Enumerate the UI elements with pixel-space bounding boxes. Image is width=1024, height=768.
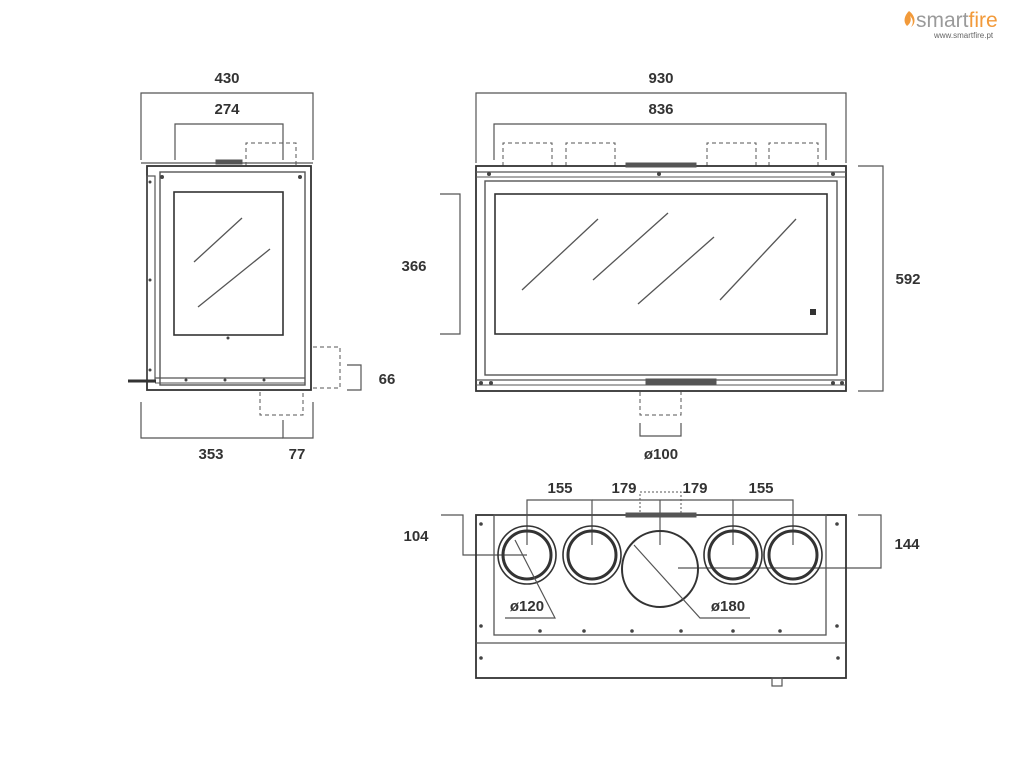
front-reflections xyxy=(521,212,797,305)
front-indicator xyxy=(810,309,816,315)
dim-line-100 xyxy=(639,423,682,437)
side-top-knob xyxy=(215,159,243,165)
dim-label-66: 66 xyxy=(379,371,396,388)
front-frame xyxy=(484,180,838,376)
dim-line-366 xyxy=(440,193,461,335)
dim-label-353: 353 xyxy=(198,446,223,463)
dim-label-274: 274 xyxy=(214,101,240,118)
leader-120 xyxy=(505,539,556,619)
dim-line-353 xyxy=(140,402,283,439)
side-frame xyxy=(159,171,306,386)
front-body-outer xyxy=(475,165,847,392)
brand-url: www.smartfire.pt xyxy=(933,31,994,40)
duct-small xyxy=(497,525,557,585)
dim-label-930: 930 xyxy=(648,70,673,87)
dim-label-592: 592 xyxy=(895,271,920,288)
dim-line-430 xyxy=(140,92,314,160)
top-rivets xyxy=(479,522,840,660)
dim-label-366: 366 xyxy=(401,258,426,275)
side-rivets xyxy=(148,175,302,382)
dim-line-155-left xyxy=(526,499,593,545)
dim-label-180: ø180 xyxy=(711,598,745,615)
front-view: 930 836 366 592 ø100 xyxy=(401,70,920,463)
brand-logo: smartfire www.smartfire.pt xyxy=(904,9,998,40)
flame-icon xyxy=(904,11,915,27)
front-rivets xyxy=(479,172,844,385)
dim-line-836 xyxy=(493,123,827,160)
side-view: 430 274 353 77 66 xyxy=(128,70,395,463)
dim-label-430: 430 xyxy=(214,70,239,87)
dim-line-144 xyxy=(678,514,882,569)
dim-label-155-left: 155 xyxy=(547,480,572,497)
side-body-outer xyxy=(146,165,312,391)
brand-name-suffix: fire xyxy=(969,9,998,32)
side-glass xyxy=(173,191,284,336)
front-bottom-control xyxy=(645,378,717,385)
dim-label-100: ø100 xyxy=(644,446,678,463)
dashed-top-center xyxy=(639,491,682,516)
dim-label-179-left: 179 xyxy=(611,480,636,497)
top-foot xyxy=(771,677,783,687)
dim-label-179-right: 179 xyxy=(682,480,707,497)
dim-line-274 xyxy=(174,123,284,160)
dim-label-155-right: 155 xyxy=(748,480,773,497)
dim-line-66 xyxy=(347,364,362,391)
brand-name: smartfire xyxy=(916,9,998,32)
dim-label-144: 144 xyxy=(894,536,920,553)
top-top-knob xyxy=(625,512,697,518)
top-body-outer xyxy=(475,514,847,679)
side-reflection xyxy=(197,248,271,308)
duct-small xyxy=(562,525,622,585)
dim-line-930 xyxy=(475,92,847,163)
dashed-side-outlet xyxy=(313,346,341,389)
dim-label-77: 77 xyxy=(289,446,306,463)
dashed-top-outlet xyxy=(245,142,297,166)
top-view: 155 179 179 155 104 144 ø120 ø180 xyxy=(403,480,920,687)
duct-large xyxy=(621,530,699,608)
dim-line-104 xyxy=(441,514,527,556)
front-top-knob xyxy=(625,162,697,168)
leader-180 xyxy=(633,544,750,619)
dashed-bottom-outlet xyxy=(259,392,304,416)
front-glass xyxy=(494,193,828,335)
dim-label-836: 836 xyxy=(648,101,673,118)
dim-label-120: ø120 xyxy=(510,598,544,615)
duct-small xyxy=(763,525,823,585)
brand-name-prefix: smart xyxy=(916,9,969,32)
dim-line-155-right xyxy=(732,499,794,545)
front-dashed-bottom-outlet xyxy=(639,392,682,416)
duct-small xyxy=(703,525,763,585)
side-reflection xyxy=(193,217,243,263)
dim-label-104: 104 xyxy=(403,528,429,545)
dim-line-592 xyxy=(858,165,884,392)
dim-line-77 xyxy=(282,402,314,439)
